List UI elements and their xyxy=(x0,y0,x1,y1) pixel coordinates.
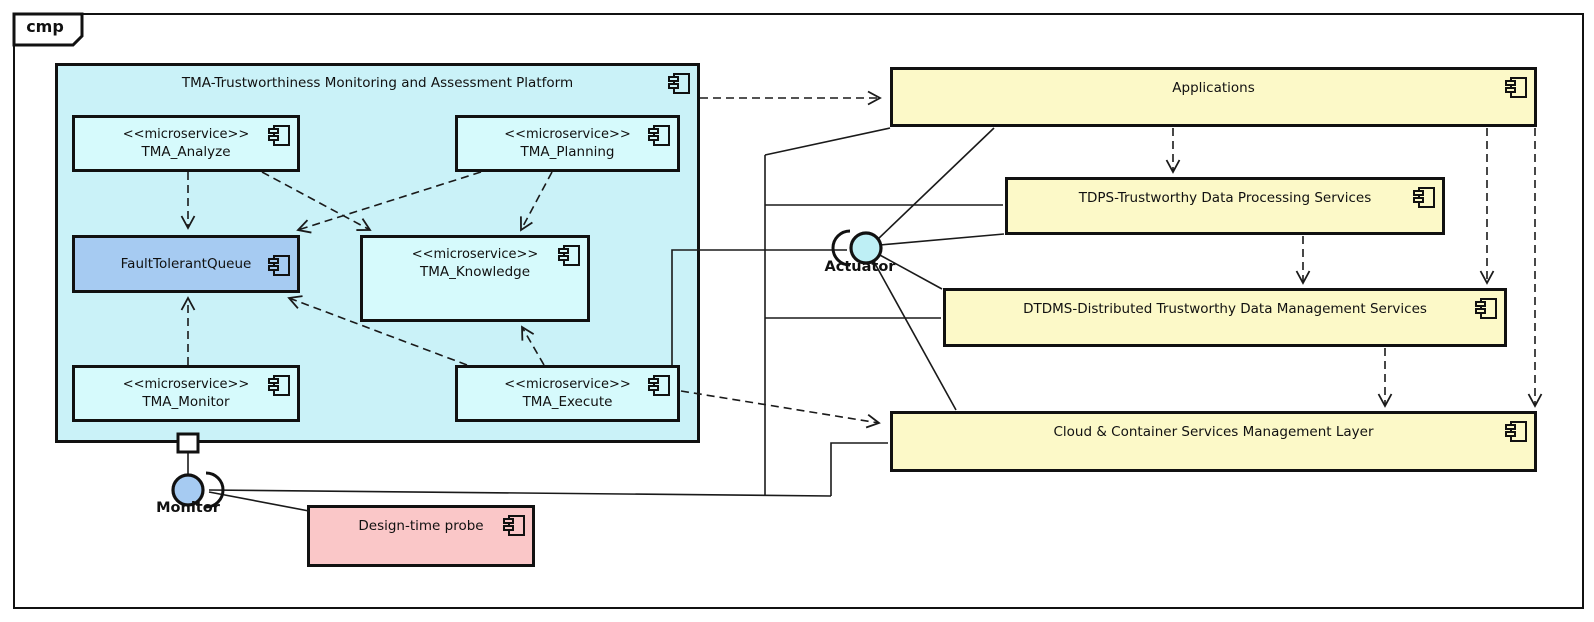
platform-title: TMA-Trustworthiness Monitoring and Asses… xyxy=(181,75,574,91)
component-dtdms: DTDMS-Distributed Trustworthy Data Manag… xyxy=(943,288,1507,347)
component-icon xyxy=(648,125,670,146)
component-icon xyxy=(268,375,290,396)
stereotype-label: <<microservice>> xyxy=(122,377,250,392)
component-icon xyxy=(1505,421,1527,442)
component-icon xyxy=(668,73,690,94)
component-name: TMA_Analyze xyxy=(141,144,231,160)
component-tma-knowledge: <<microservice>> TMA_Knowledge xyxy=(360,235,590,322)
component-name: Cloud & Container Services Management La… xyxy=(1053,424,1374,440)
monitor-interface-label: Monitor xyxy=(156,500,220,516)
component-icon xyxy=(1475,298,1497,319)
component-name: TMA_Monitor xyxy=(142,394,230,410)
component-cloud-layer: Cloud & Container Services Management La… xyxy=(890,411,1537,472)
component-icon xyxy=(503,515,525,536)
component-name: TMA_Knowledge xyxy=(419,264,531,280)
component-tma-monitor: <<microservice>> TMA_Monitor xyxy=(72,365,300,422)
component-icon xyxy=(558,245,580,266)
component-name: TMA_Planning xyxy=(520,144,615,160)
component-name: TDPS-Trustworthy Data Processing Service… xyxy=(1078,190,1372,206)
component-tdps: TDPS-Trustworthy Data Processing Service… xyxy=(1005,177,1445,235)
component-name: Design-time probe xyxy=(358,518,484,534)
component-name: FaultTolerantQueue xyxy=(120,256,252,272)
actuator-interface-label: Actuator xyxy=(824,259,896,275)
stereotype-label: <<microservice>> xyxy=(504,127,631,142)
component-name: DTDMS-Distributed Trustworthy Data Manag… xyxy=(1023,301,1427,317)
component-tma-analyze: <<microservice>> TMA_Analyze xyxy=(72,115,300,172)
frame-tag: cmp xyxy=(26,17,64,36)
diagram-frame xyxy=(13,13,1584,609)
component-name: Applications xyxy=(1172,80,1255,96)
component-icon xyxy=(1505,77,1527,98)
stereotype-label: <<microservice>> xyxy=(504,377,631,392)
component-name: TMA_Execute xyxy=(522,394,613,410)
component-icon xyxy=(268,255,290,276)
component-design-time-probe: Design-time probe xyxy=(307,505,535,567)
component-icon xyxy=(268,125,290,146)
component-tma-planning: <<microservice>> TMA_Planning xyxy=(455,115,680,172)
component-fault-tolerant-queue: FaultTolerantQueue xyxy=(72,235,300,293)
component-icon xyxy=(1413,187,1435,208)
component-tma-execute: <<microservice>> TMA_Execute xyxy=(455,365,680,422)
component-icon xyxy=(648,375,670,396)
stereotype-label: <<microservice>> xyxy=(411,247,539,262)
component-applications: Applications xyxy=(890,67,1537,127)
stereotype-label: <<microservice>> xyxy=(122,127,250,142)
